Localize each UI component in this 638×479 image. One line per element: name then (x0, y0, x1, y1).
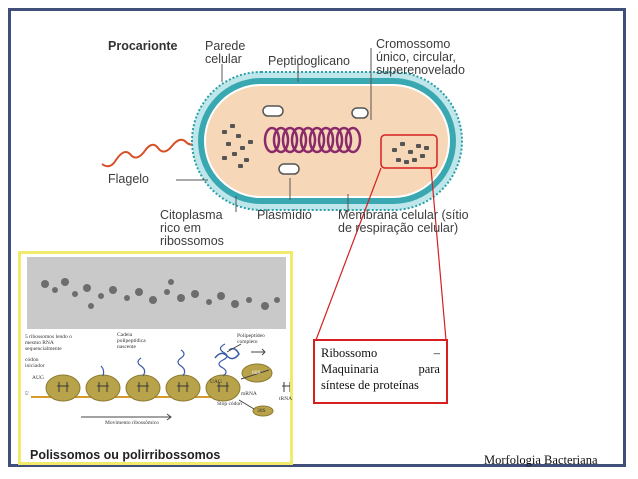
polysome-illustration (27, 257, 292, 421)
subunit-60s-label: 60S (252, 370, 261, 376)
ribosome-dots-left (222, 124, 253, 168)
ribosome-dots-right (392, 142, 429, 164)
ribosome-note-box: Ribossomo – Maquinaria para síntese de p… (313, 339, 448, 404)
ribosomes-reading-label: 5 ribossomos lendo o mesmo RNA sequencia… (25, 334, 72, 352)
polysome-panel: 5 ribossomos lendo o mesmo RNA sequencia… (18, 251, 293, 465)
micrograph (27, 257, 286, 329)
five-prime-label: 5' (25, 391, 29, 397)
nascent-chains (100, 343, 228, 377)
movement-arrow (81, 343, 270, 421)
subunit-30s-label: 30S (257, 408, 266, 414)
membrane-label: Membrana celular (sítio de respiração ce… (338, 208, 469, 235)
ribosome-highlight-box (380, 134, 438, 169)
plasmid (351, 107, 369, 119)
plasmid-label: Plasmídio (257, 208, 312, 222)
flagellum-label: Flagelo (108, 172, 149, 186)
cell-wall-label: Parede celular (205, 39, 246, 66)
trna-label: tRNA (279, 396, 293, 402)
stop-codon-label: Stop códon (217, 401, 242, 407)
plasmid (278, 163, 300, 175)
connector-line-left (315, 167, 382, 341)
mrna-label: mRNA (241, 391, 257, 397)
prokaryote-label: Procarionte (108, 39, 178, 53)
cytoplasm-label: Citoplasma rico em ribossomos (160, 208, 224, 248)
initiation-codon-label: códon iniciador (25, 357, 45, 369)
ribosome-row (45, 374, 241, 402)
chromosome-coil (263, 126, 362, 154)
subunit-60s (241, 363, 273, 383)
plasmid (262, 105, 284, 117)
leader-lines (176, 48, 372, 212)
aug-label: AUG (32, 375, 44, 381)
complete-polypeptide (214, 347, 240, 360)
polysome-caption: Polissomos ou polirribossomos (30, 448, 221, 462)
flagellum-shape (101, 138, 201, 168)
ribosome-movement-label: Movimento ribossômico (105, 420, 159, 426)
complete-polypeptide-label: Polipeptídeo completo (237, 333, 265, 345)
subunit-30s (252, 405, 274, 417)
ribosome-note-text: Ribossomo – Maquinaria para síntese de p… (321, 346, 440, 392)
connector-line-right (430, 167, 447, 341)
micrograph-dots (41, 278, 280, 310)
peptidoglycan-label: Peptidoglicano (268, 54, 351, 68)
uag-label: UAG (210, 379, 222, 385)
chromosome-label: Cromossomo único, circular, superenovela… (376, 37, 465, 77)
polypeptide-chain-label: Cadeia polipeptídica nascente (117, 332, 146, 350)
footer-title: Morfologia Bacteriana (484, 453, 598, 467)
